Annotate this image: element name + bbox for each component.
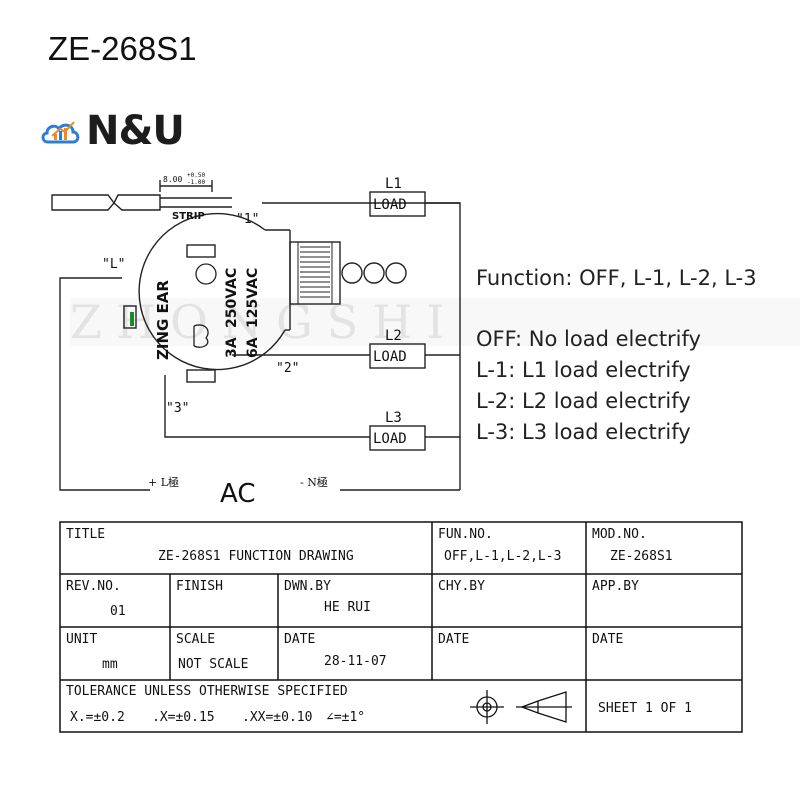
scale-value: NOT SCALE [178, 657, 248, 672]
function-item-l3: L-3: L3 load electrify [476, 420, 691, 444]
rating-current-2: 6A [245, 337, 261, 358]
load-1-label: LOAD [373, 197, 407, 213]
date-value-dwn: 28-11-07 [324, 654, 387, 669]
mod-no-value: ZE-268S1 [610, 549, 673, 564]
rating-voltage-2: 125VAC [245, 268, 261, 328]
load-2-label: LOAD [373, 349, 407, 365]
tolerance-angle: ∠=±1° [326, 710, 365, 725]
finish-label: FINISH [176, 579, 223, 594]
strip-tolerance-plus: +0.50 [187, 172, 205, 179]
plus-pole-label: + L極 [148, 475, 179, 489]
rev-no-label: REV.NO. [66, 579, 121, 594]
mod-no-label: MOD.NO. [592, 527, 647, 542]
function-item-off: OFF: No load electrify [476, 327, 701, 351]
unit-label: UNIT [66, 632, 97, 647]
sheet-label: SHEET 1 OF 1 [598, 701, 692, 716]
terminal-l-label: "L" [102, 257, 125, 272]
scale-label: SCALE [176, 632, 215, 647]
date-label-app: DATE [592, 632, 623, 647]
chy-by-label: CHY.BY [438, 579, 485, 594]
certification-icon [195, 263, 217, 285]
strip-dimension: 8.00 [163, 175, 182, 184]
fun-no-label: FUN.NO. [438, 527, 493, 542]
load-3-label: LOAD [373, 431, 407, 447]
dwn-by-label: DWN.BY [284, 579, 331, 594]
terminal-3-label: "3" [166, 401, 189, 416]
rev-no-value: 01 [110, 604, 126, 619]
strip-label: STRIP [172, 211, 205, 222]
date-label-dwn: DATE [284, 632, 315, 647]
rating-voltage-1: 250VAC [224, 268, 240, 328]
terminal-1-label: "1" [236, 212, 259, 227]
rating-current-1: 3A [224, 337, 240, 358]
app-by-label: APP.BY [592, 579, 639, 594]
dwn-by-value: HE RUI [324, 600, 371, 615]
function-item-l1: L-1: L1 load electrify [476, 358, 691, 382]
brand-logo: N&U [86, 108, 185, 154]
function-item-l2: L-2: L2 load electrify [476, 389, 691, 413]
switch-brand: ZING EAR [154, 280, 172, 360]
ac-label: AC [220, 479, 255, 509]
load-2-name: L2 [385, 328, 402, 344]
fun-no-value: OFF,L-1,L-2,L-3 [444, 549, 561, 564]
date-label-chy: DATE [438, 632, 469, 647]
cloud-chart-logo-icon [41, 121, 80, 144]
page-title: ZE-268S1 [48, 30, 197, 67]
tolerance-xxx: .XX=±0.10 [242, 710, 312, 725]
tolerance-xx: .X=±0.15 [152, 710, 215, 725]
unit-value: mm [102, 657, 118, 672]
minus-pole-label: - N極 [300, 475, 328, 489]
terminal-2-label: "2" [276, 361, 299, 376]
projection-symbol-icon [470, 690, 572, 724]
title-label: TITLE [66, 527, 105, 542]
load-3-name: L3 [385, 410, 402, 426]
load-1-name: L1 [385, 176, 402, 192]
strip-tolerance-minus: -1.00 [187, 179, 205, 186]
tolerance-label: TOLERANCE UNLESS OTHERWISE SPECIFIED [66, 684, 348, 699]
title-value: ZE-268S1 FUNCTION DRAWING [158, 549, 354, 564]
wiring-diagram: 8.00 +0.50 -1.00 STRIP "1" "L" "2" "3" Z… [51, 172, 461, 509]
tolerance-x: X.=±0.2 [70, 710, 125, 725]
function-heading: Function: OFF, L-1, L-2, L-3 [476, 266, 757, 290]
